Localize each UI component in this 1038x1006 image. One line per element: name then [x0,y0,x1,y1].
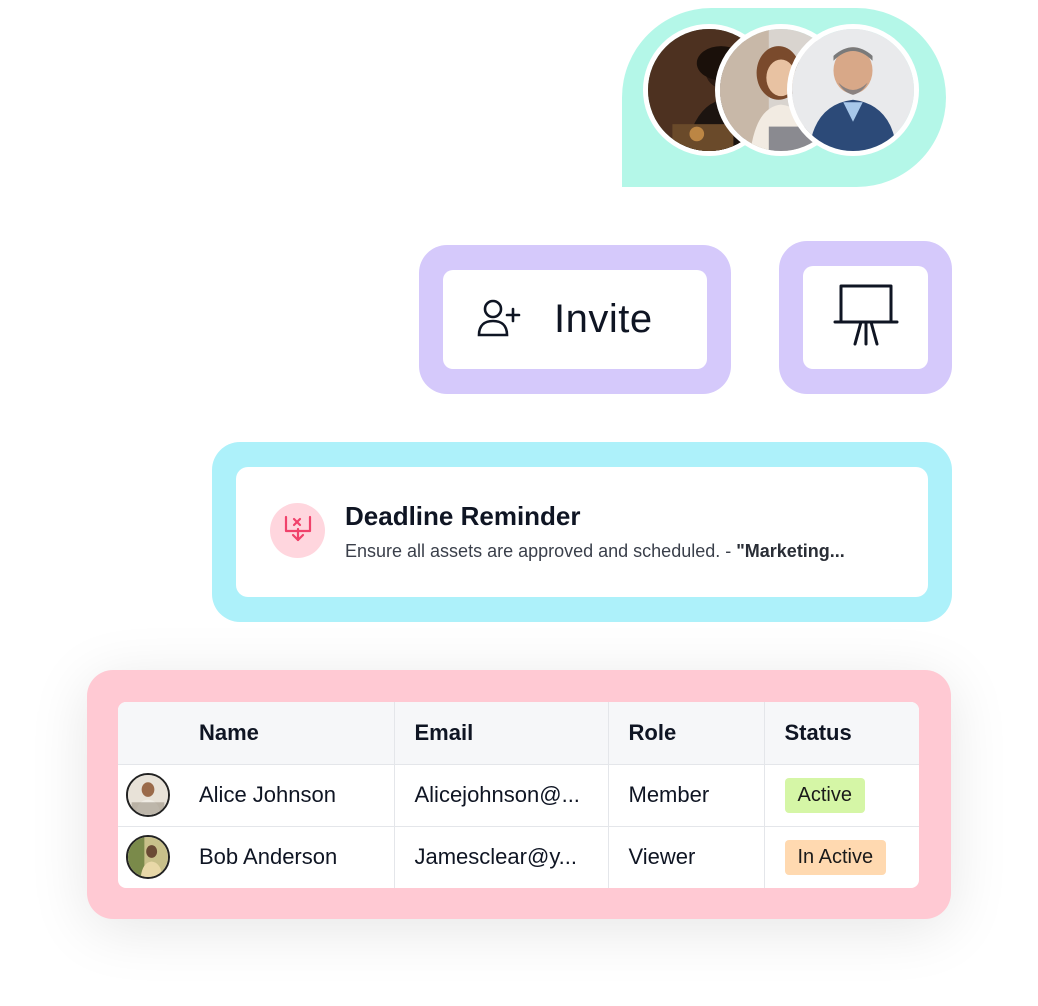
header-role[interactable]: Role [607,702,764,764]
cell-role: Viewer [607,825,764,888]
reminder-icon-badge [270,503,325,558]
header-avatar [118,702,181,764]
header-name[interactable]: Name [181,702,394,764]
status-badge: In Active [784,839,887,875]
members-table: Name Email Role Status [118,702,919,888]
reminder-card[interactable] [236,467,928,597]
header-status[interactable]: Status [763,702,919,764]
avatar [126,773,170,817]
cell-role: Member [607,763,764,826]
cell-status: Active [763,763,919,826]
cell-status: In Active [763,825,919,888]
header-email[interactable]: Email [393,702,608,764]
invite-label: Invite [554,297,653,341]
avatar [126,835,170,880]
row-avatar-cell [118,763,181,826]
table-header-row: Name Email Role Status [118,702,919,764]
cell-name: Alice Johnson [181,763,394,826]
reminder-title: Deadline Reminder [345,501,581,531]
table-row[interactable]: Bob Anderson Jamesclear@y... Viewer In A… [118,825,919,888]
invite-button[interactable]: Invite [443,270,707,369]
cell-name: Bob Anderson [181,825,394,888]
row-avatar-cell [118,825,181,888]
status-badge: Active [784,777,865,813]
reminder-message-source: "Marketing... [736,541,845,561]
user-plus-icon [475,293,523,346]
cell-email: Jamesclear@y... [393,825,608,888]
cell-email: Alicejohnson@... [393,763,608,826]
reminder-message-text: Ensure all assets are approved and sched… [345,541,737,561]
calendar-x-icon [283,513,313,548]
presentation-button[interactable] [803,266,928,369]
reminder-message: Ensure all assets are approved and sched… [345,541,845,562]
table-row[interactable]: Alice Johnson Alicejohnson@... Member Ac… [118,763,919,826]
avatar-user-3[interactable] [787,24,919,156]
presentation-board-icon [833,282,899,353]
